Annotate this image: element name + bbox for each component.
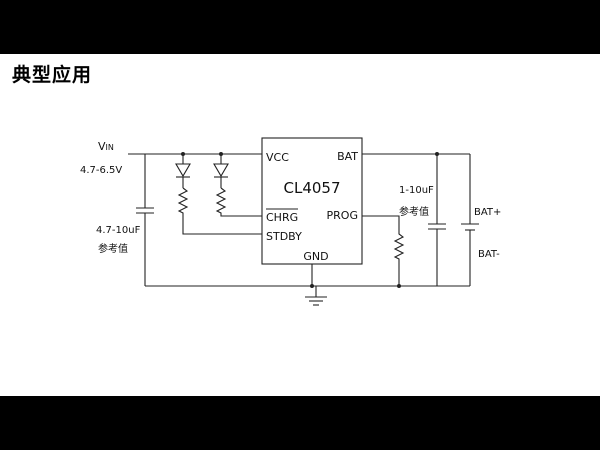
slide-title: 典型应用 — [12, 64, 93, 86]
output-cap-value: 1-10uF — [399, 185, 434, 196]
output-cap-note: 参考值 — [399, 205, 429, 218]
circuit-schematic: CL4057 VCC BAT CHRG PROG STDBY GND VIN 4… — [80, 137, 501, 306]
led-diode-icon — [175, 154, 191, 188]
capacitor-icon — [428, 154, 446, 286]
pin-vcc-label: VCC — [266, 151, 289, 164]
resistor-icon — [177, 187, 262, 235]
resistor-icon — [362, 215, 405, 286]
capacitor-icon — [136, 154, 154, 286]
bat-rail-wire — [362, 152, 470, 156]
pin-prog-label: PROG — [327, 209, 358, 222]
pin-bat-label: BAT — [337, 150, 358, 163]
chip-body — [261, 137, 363, 265]
slide: 典型应用 CL4057 VCC BAT CHRG PROG STDBY GND … — [0, 54, 600, 396]
ground-icon — [305, 286, 327, 306]
pin-gnd-label: GND — [303, 250, 328, 263]
input-cap-note: 参考值 — [98, 242, 128, 255]
chip-name: CL4057 — [283, 179, 340, 197]
input-cap-value: 4.7-10uF — [96, 225, 141, 236]
vin-label: VIN — [98, 140, 114, 153]
resistor-icon — [215, 187, 262, 217]
vin-rail-wire — [128, 152, 262, 156]
battery-plus-label: BAT+ — [474, 207, 501, 218]
pin-chrg-label: CHRG — [266, 211, 298, 224]
battery-minus-label: BAT- — [478, 249, 500, 260]
pin-stdby-label: STDBY — [266, 230, 302, 243]
ground-rail-wire — [145, 264, 470, 288]
led-diode-icon — [213, 154, 229, 188]
vin-range-label: 4.7-6.5V — [80, 165, 122, 176]
battery-icon — [461, 154, 479, 286]
